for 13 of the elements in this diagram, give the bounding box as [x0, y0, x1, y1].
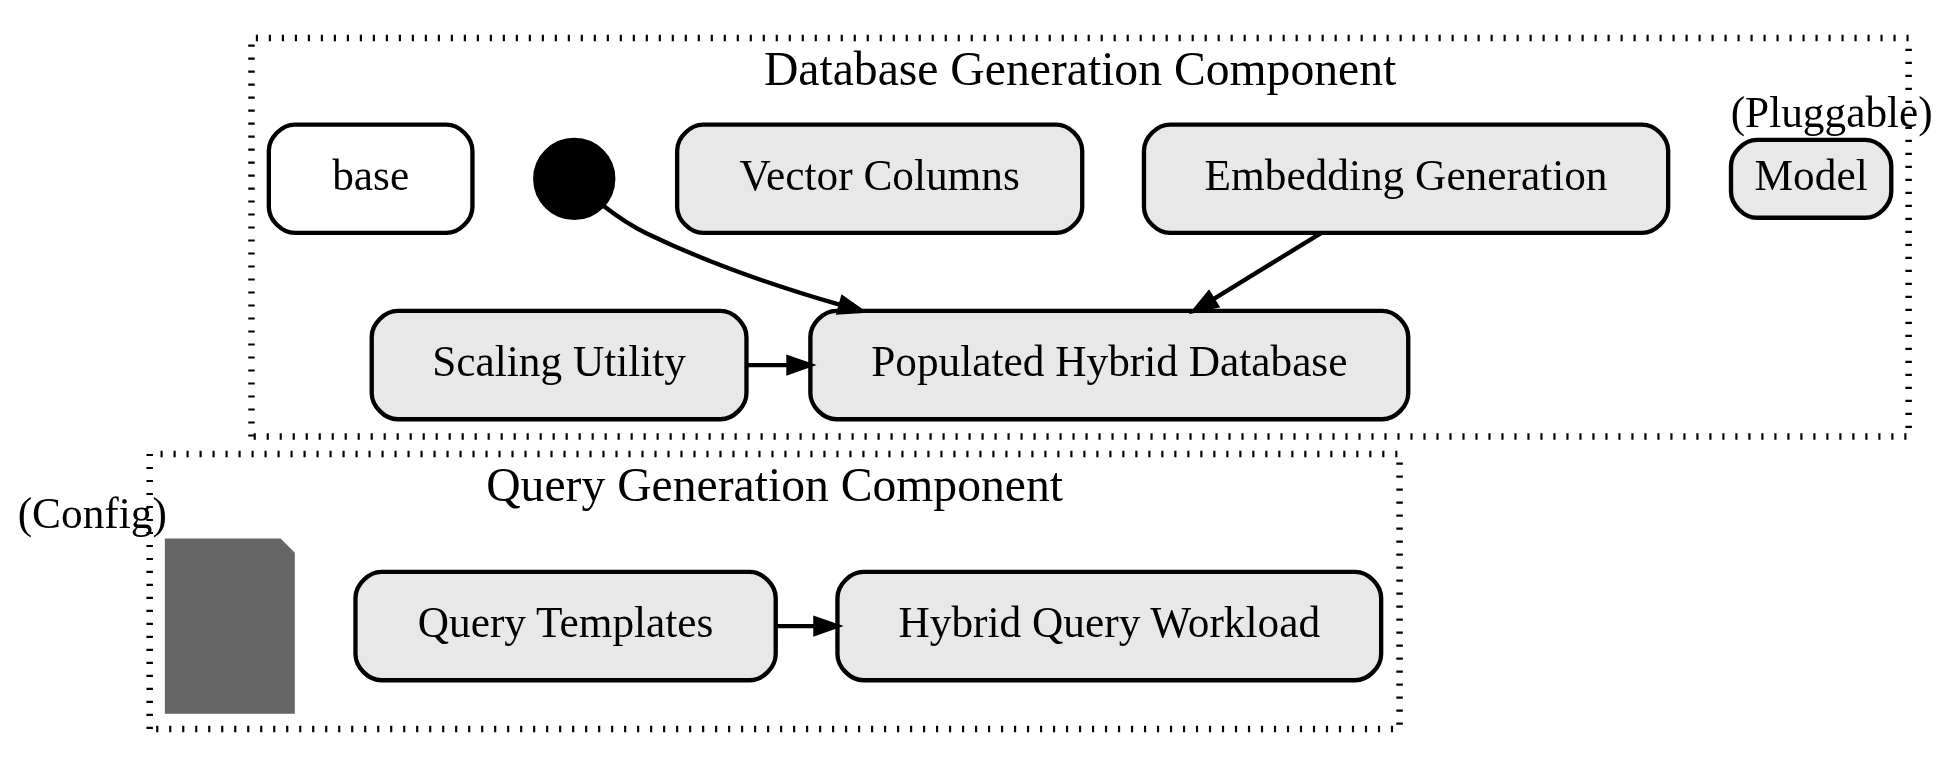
node-box: Embedding Generation: [1141, 121, 1671, 235]
arrow: [775, 614, 844, 637]
node-label: (Pluggable): [1730, 87, 1933, 136]
node-box: Query Templates: [353, 569, 778, 682]
node-box: Vector Columns: [675, 121, 1085, 235]
node-circle: [533, 137, 616, 220]
node-label: (Config): [17, 488, 167, 537]
arrow: [747, 353, 817, 376]
node-box: base: [266, 121, 475, 235]
node-box: Hybrid Query Workload: [835, 569, 1384, 682]
node-box: Scaling Utility: [369, 308, 749, 421]
node-box: Model: [1728, 137, 1894, 220]
node-box: Populated Hybrid Database: [808, 308, 1411, 421]
